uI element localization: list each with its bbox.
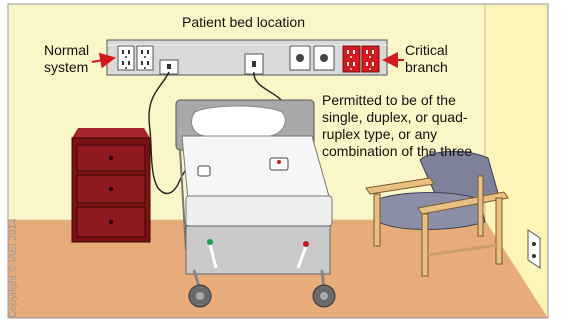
normal-system-label: Normal system: [44, 42, 104, 76]
receptacle-note: Permitted to be of the single, duplex, o…: [322, 92, 492, 160]
diagram-title: Patient bed location: [182, 14, 305, 31]
nightstand: [72, 128, 150, 242]
critical-branch-label: Critical branch: [405, 42, 475, 76]
copyright: Copyright © IAEI 2014: [8, 218, 19, 318]
